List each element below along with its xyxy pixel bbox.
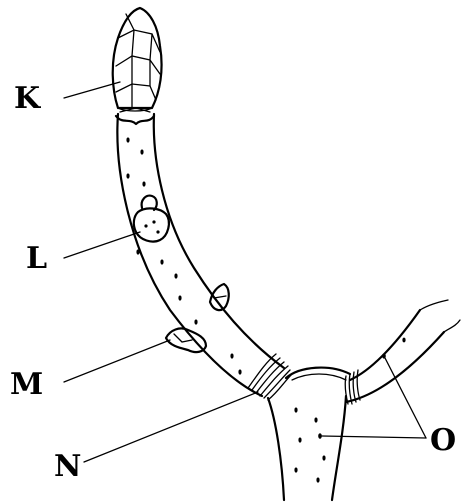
- label-l: L: [26, 241, 47, 276]
- label-o: O: [430, 423, 456, 458]
- leaf-scar: [134, 196, 169, 242]
- side-branch: [345, 300, 460, 404]
- label-n: N: [54, 449, 81, 484]
- label-m: M: [10, 367, 43, 402]
- label-k: K: [14, 81, 41, 116]
- lenticels: [126, 137, 405, 482]
- terminal-bud: [113, 8, 162, 111]
